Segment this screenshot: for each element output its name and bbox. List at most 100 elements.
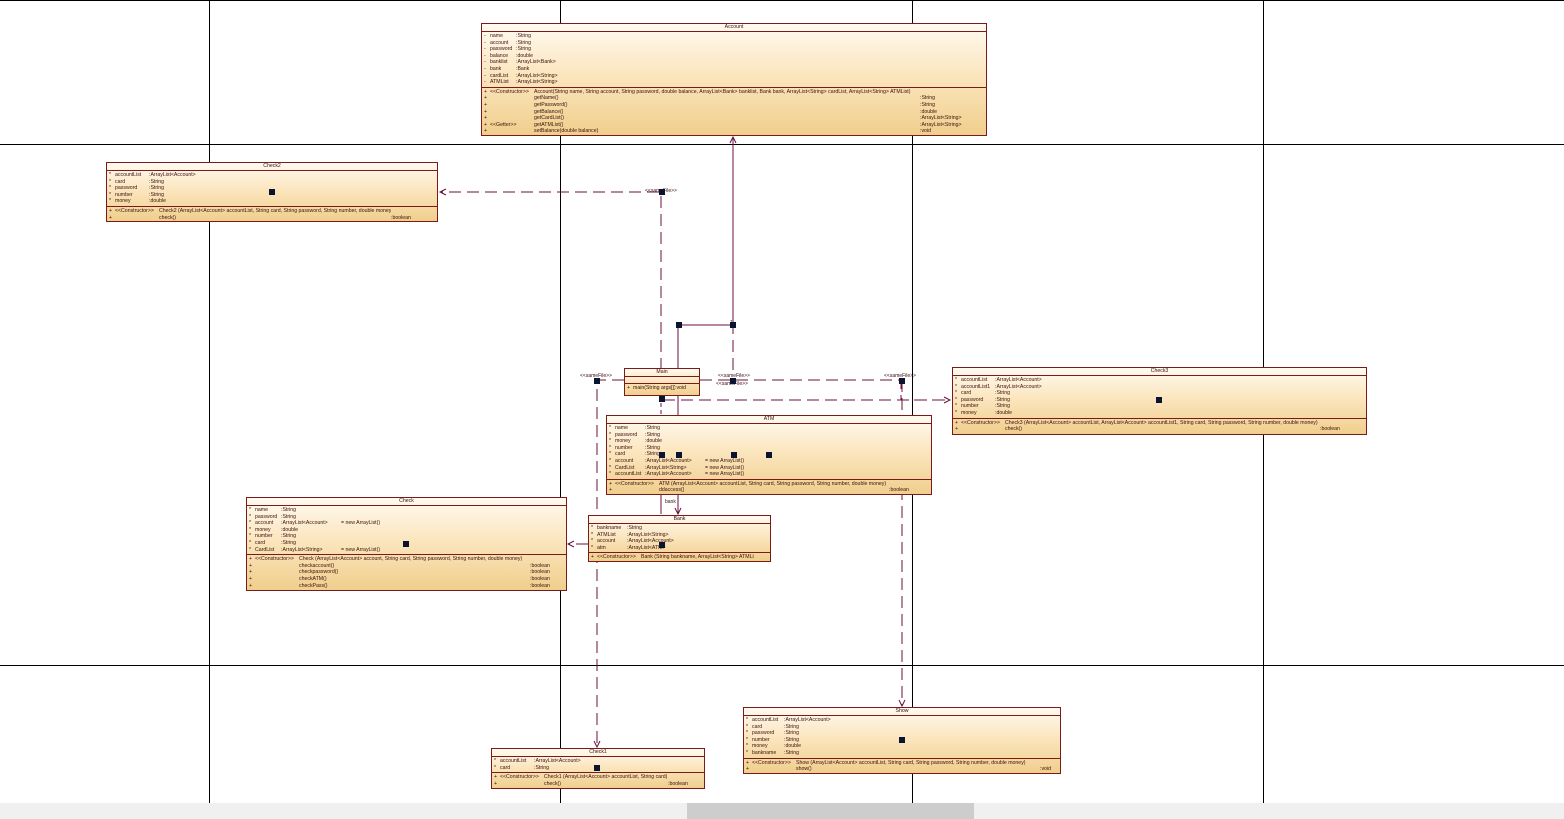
attribute-row[interactable]: *password:String (249, 514, 564, 521)
attribute-row[interactable]: *account:ArrayList<Account> (591, 538, 768, 545)
attribute-row[interactable]: *money:double (109, 198, 435, 205)
attribute-name: money (255, 526, 271, 533)
operation-visibility: + (484, 115, 488, 122)
operation-row[interactable]: +ddaccess():boolean (609, 487, 929, 494)
attribute-row[interactable]: *accountList:ArrayList<Account> (109, 172, 435, 179)
class-account[interactable]: Account -name:String-account:String-pass… (481, 23, 987, 136)
selection-handle[interactable] (403, 541, 409, 547)
operation-stereotype (752, 766, 796, 773)
attribute-row[interactable]: *number:String (109, 192, 435, 199)
attribute-row[interactable]: -banklist:ArrayList<Bank> (484, 59, 984, 66)
selection-handle[interactable] (659, 189, 665, 195)
attribute-row[interactable]: *bankname:String (746, 750, 1058, 757)
class-main[interactable]: Main +main(String args[]):void (624, 368, 700, 396)
attribute-row[interactable]: *number:String (955, 403, 1364, 410)
operation-row[interactable]: +getCardList():ArrayList<String> (484, 115, 984, 122)
attribute-row[interactable]: *card:String (494, 765, 702, 772)
attribute-row[interactable]: *name:String (249, 507, 564, 514)
attribute-row[interactable]: *accountList:ArrayList<Account> (746, 717, 1058, 724)
attribute-row[interactable]: *number:String (249, 533, 564, 540)
operation-row[interactable]: +setBalance(double balance):void (484, 128, 984, 135)
attribute-row[interactable]: *card:String (955, 390, 1364, 397)
attribute-row[interactable]: *accountList1:ArrayList<Account> (955, 384, 1364, 391)
attribute-row[interactable]: *money:double (609, 438, 929, 445)
operation-row[interactable]: +<<Constructor>>Check (ArrayList<Account… (249, 556, 564, 563)
operation-row[interactable]: +check():boolean (109, 215, 435, 222)
attribute-row[interactable]: *CardList:ArrayList<String>= new ArrayLi… (609, 465, 929, 472)
operation-row[interactable]: +check():boolean (955, 426, 1364, 433)
operation-row[interactable]: +<<Constructor>>Bank (String bankname, A… (591, 554, 768, 561)
attribute-row[interactable]: *account:ArrayList<Account>= new ArrayLi… (609, 458, 929, 465)
attribute-row[interactable]: -name:String (484, 33, 984, 40)
selection-handle[interactable] (594, 378, 600, 384)
selection-handle[interactable] (730, 322, 736, 328)
horizontal-scrollbar-thumb[interactable] (687, 803, 974, 819)
selection-handle[interactable] (899, 737, 905, 743)
attribute-row[interactable]: *card:String (609, 451, 929, 458)
selection-handle[interactable] (659, 452, 665, 458)
selection-handle[interactable] (594, 765, 600, 771)
operation-row[interactable]: +<<Constructor>>Show (ArrayList<Account>… (746, 760, 1058, 767)
operation-row[interactable]: +check():boolean (494, 781, 702, 788)
attribute-row[interactable]: *money:double (955, 410, 1364, 417)
attribute-row[interactable]: *number:String (746, 737, 1058, 744)
attribute-row[interactable]: -account:String (484, 40, 984, 47)
operation-row[interactable]: +<<Getter>>getATMList():ArrayList<String… (484, 122, 984, 129)
attribute-row[interactable]: -bank:Bank (484, 66, 984, 73)
operation-row[interactable]: +<<Constructor>>Check3 (ArrayList<Accoun… (955, 420, 1364, 427)
selection-handle[interactable] (659, 542, 665, 548)
attribute-row[interactable]: *accountList:ArrayList<Account> (955, 377, 1364, 384)
selection-handle[interactable] (899, 378, 905, 384)
attribute-row[interactable]: *account:ArrayList<Account>= new ArrayLi… (249, 520, 564, 527)
selection-handle[interactable] (766, 452, 772, 458)
operation-row[interactable]: +<<Constructor>>Account(String name, Str… (484, 89, 984, 96)
attribute-row[interactable]: -password:String (484, 46, 984, 53)
attribute-row[interactable]: *card:String (249, 540, 564, 547)
operation-row[interactable]: +main(String args[]):void (627, 385, 697, 392)
attribute-row[interactable]: *name:String (609, 425, 929, 432)
selection-handle[interactable] (676, 322, 682, 328)
attribute-row[interactable]: -balance:double (484, 53, 984, 60)
attribute-row[interactable]: *money:double (249, 527, 564, 534)
operation-visibility: + (484, 108, 488, 115)
class-bank[interactable]: Bank *bankname:String*ATMList:ArrayList<… (588, 515, 771, 562)
selection-handle[interactable] (676, 452, 682, 458)
attribute-visibility: * (955, 390, 958, 397)
operation-row[interactable]: +checkPass():boolean (249, 583, 564, 590)
operation-row[interactable]: +<<Constructor>>Check1 (ArrayList<Accoun… (494, 774, 702, 781)
selection-handle[interactable] (659, 396, 665, 402)
operation-visibility: + (609, 480, 613, 487)
selection-handle[interactable] (1156, 397, 1162, 403)
operation-row[interactable]: +checkpassword():boolean (249, 569, 564, 576)
attribute-row[interactable]: -ATMList:ArrayList<String> (484, 79, 984, 86)
operation-row[interactable]: +show():void (746, 766, 1058, 773)
operation-row[interactable]: +getBalance():double (484, 109, 984, 116)
attribute-row[interactable]: *card:String (109, 179, 435, 186)
attribute-row[interactable]: *card:String (746, 724, 1058, 731)
operation-row[interactable]: +getName():String (484, 95, 984, 102)
attribute-row[interactable]: *password:String (746, 730, 1058, 737)
attribute-row[interactable]: *atm:ArrayList<ATM> (591, 545, 768, 552)
selection-handle[interactable] (731, 452, 737, 458)
attribute-row[interactable]: *password:String (955, 397, 1364, 404)
operation-row[interactable]: +<<Constructor>>ATM (ArrayList<Account> … (609, 481, 929, 488)
attribute-row[interactable]: *accountList:ArrayList<Account> (494, 758, 702, 765)
selection-handle[interactable] (730, 378, 736, 384)
operation-row[interactable]: +<<Constructor>>Check2 (ArrayList<Accoun… (109, 208, 435, 215)
operation-row[interactable]: +checkATM():boolean (249, 576, 564, 583)
operation-row[interactable]: +checkaccount():boolean (249, 563, 564, 570)
attribute-row[interactable]: *CardList:ArrayList<String>= new ArrayLi… (249, 547, 564, 554)
attribute-row[interactable]: *bankname:String (591, 525, 768, 532)
attribute-row[interactable]: *number:String (609, 445, 929, 452)
selection-handle[interactable] (269, 189, 275, 195)
attribute-row[interactable]: *ATMList:ArrayList<String> (591, 532, 768, 539)
operation-row[interactable]: +getPassword():String (484, 102, 984, 109)
attribute-row[interactable]: -cardList:ArrayList<String> (484, 73, 984, 80)
attribute-row[interactable]: *accountList:ArrayList<Account>= new Arr… (609, 471, 929, 478)
attribute-row[interactable]: *money:double (746, 743, 1058, 750)
attribute-name: password (615, 431, 638, 438)
attribute-row[interactable]: *password:String (609, 432, 929, 439)
operation-signature: Account(String name, String account, Str… (534, 88, 911, 95)
attribute-row[interactable]: *password:String (109, 185, 435, 192)
